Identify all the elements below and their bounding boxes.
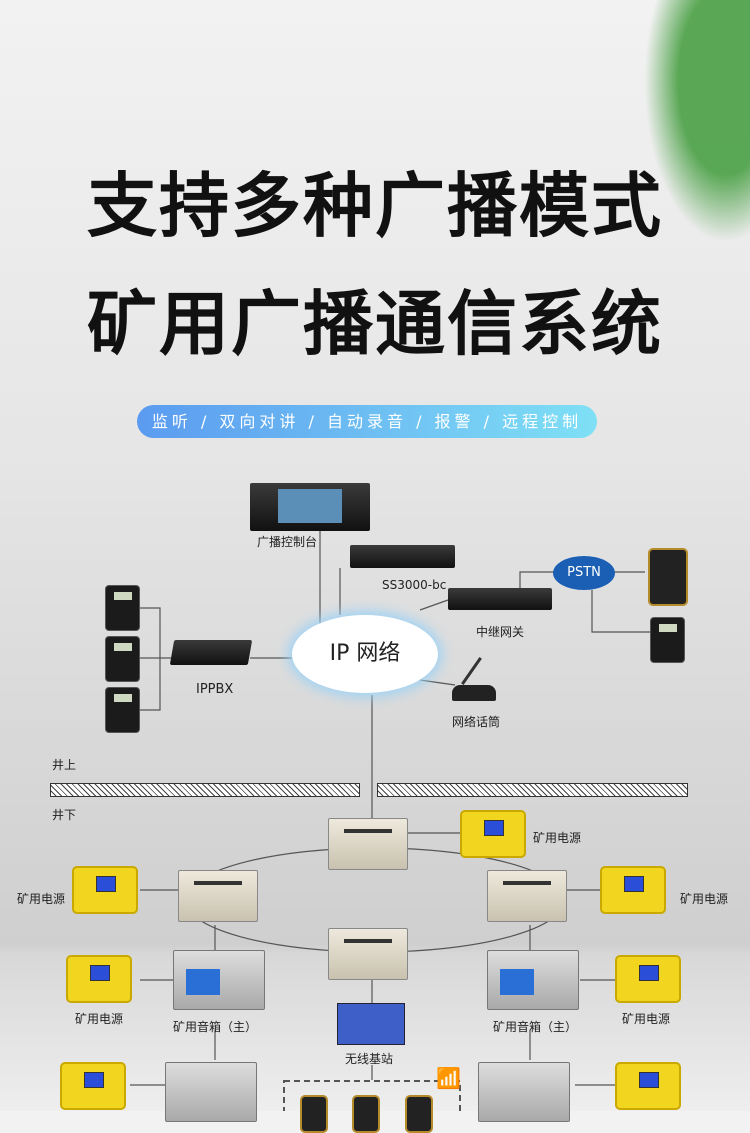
mine-speaker-sub <box>478 1062 570 1122</box>
palm-leaves <box>630 0 750 270</box>
ippbx-label: IPPBX <box>196 682 234 697</box>
title-line2: 矿用广播通信系统 <box>87 282 663 365</box>
speaker-label: 矿用音箱（主） <box>493 1020 578 1034</box>
power-supply <box>615 955 681 1003</box>
psu-label: 矿用电源 <box>17 892 66 906</box>
below-ground-label: 井下 <box>52 808 77 822</box>
psu-label: 矿用电源 <box>75 1012 124 1026</box>
desk-phone <box>105 636 140 682</box>
desk-phone <box>105 687 140 733</box>
power-supply <box>460 810 526 858</box>
ring-station-bottom <box>328 928 408 980</box>
server-label: SS3000-bc <box>382 578 447 592</box>
ip-network-cloud: IP 网络 <box>292 615 438 693</box>
gateway-device <box>448 588 552 610</box>
power-supply <box>600 866 666 914</box>
handheld-terminal <box>352 1095 380 1133</box>
mine-speaker-main <box>487 950 579 1010</box>
mine-speaker-main <box>173 950 265 1010</box>
ring-station-top <box>328 818 408 870</box>
psu-label: 矿用电源 <box>622 1012 671 1026</box>
desk-phone <box>650 617 685 663</box>
power-supply <box>72 866 138 914</box>
ground-divider-left <box>50 783 360 797</box>
pstn-cloud: PSTN <box>553 556 615 590</box>
title-line1: 支持多种广播模式 <box>87 164 663 247</box>
ring-station-right <box>487 870 567 922</box>
broadcast-console <box>250 483 370 531</box>
handheld-terminal <box>300 1095 328 1133</box>
ring-station-left <box>178 870 258 922</box>
server-device <box>350 545 455 568</box>
psu-label: 矿用电源 <box>680 892 729 906</box>
gateway-label: 中继网关 <box>476 625 525 639</box>
ground-divider-right <box>377 783 688 797</box>
wifi-icon: 📶 <box>436 1066 461 1090</box>
base-station-label: 无线基站 <box>345 1052 394 1066</box>
desk-phone <box>105 585 140 631</box>
feature-banner: 监听 / 双向对讲 / 自动录音 / 报警 / 远程控制 <box>137 405 597 438</box>
mine-speaker-sub <box>165 1062 257 1122</box>
power-supply <box>66 955 132 1003</box>
wireless-base-station <box>337 1003 405 1045</box>
handheld-terminal <box>405 1095 433 1133</box>
microphone-icon <box>452 685 496 701</box>
above-ground-label: 井上 <box>52 758 77 772</box>
power-supply <box>60 1062 126 1110</box>
psu-label: 矿用电源 <box>533 831 582 845</box>
console-label: 广播控制台 <box>257 535 318 549</box>
mic-label: 网络话筒 <box>452 715 501 729</box>
mobile-phone <box>648 548 688 606</box>
ippbx-device <box>169 640 253 665</box>
power-supply <box>615 1062 681 1110</box>
speaker-label: 矿用音箱（主） <box>173 1020 258 1034</box>
